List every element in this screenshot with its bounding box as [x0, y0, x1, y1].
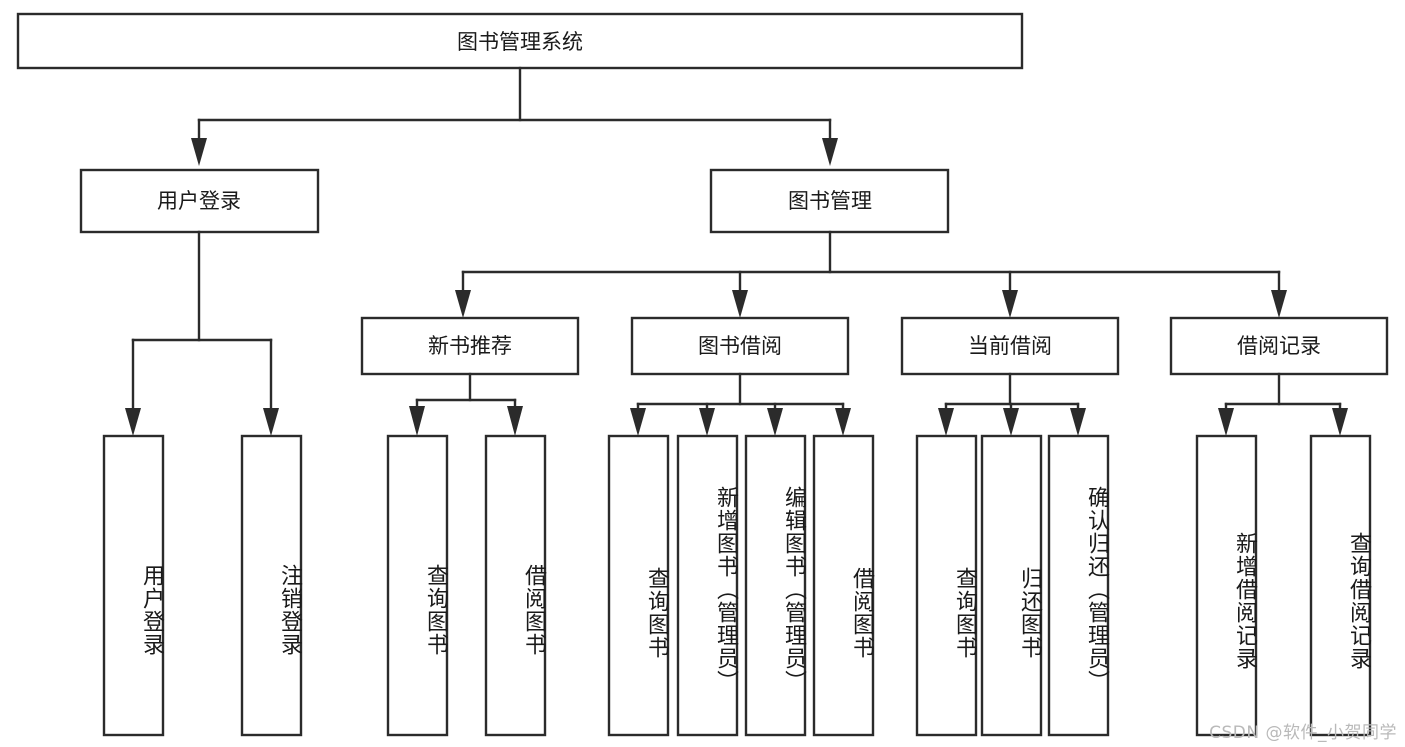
leaf-box[interactable] — [744, 434, 807, 737]
arrow-head-icon — [835, 408, 851, 436]
leaf-box[interactable] — [240, 434, 303, 737]
book-borrow-box[interactable] — [630, 316, 850, 376]
connector-book-mgmt-to-level3 — [455, 230, 1287, 318]
arrow-head-icon — [767, 408, 783, 436]
current-borrow-label: 当前借阅 — [968, 334, 1052, 358]
leaf-boxes-book-borrow — [607, 434, 875, 737]
arrow-head-icon — [263, 408, 279, 436]
node-root[interactable]: 图书管理系统 — [16, 12, 1024, 70]
arrow-head-icon — [409, 406, 425, 436]
leaf-boxes-new-book-recommend — [386, 434, 547, 737]
arrow-head-icon — [1271, 290, 1287, 318]
arrow-head-icon — [455, 290, 471, 318]
leaf-boxes-current-borrow — [915, 434, 1110, 737]
new-book-recommend-box[interactable] — [360, 316, 580, 376]
node-new-book-recommend[interactable]: 新书推荐 — [360, 316, 580, 376]
borrow-record-box[interactable] — [1169, 316, 1389, 376]
leaf-box[interactable] — [980, 434, 1043, 737]
borrow-record-label: 借阅记录 — [1237, 334, 1321, 358]
arrow-head-icon — [191, 138, 207, 166]
leaf-box[interactable] — [607, 434, 670, 737]
book-management-box[interactable] — [709, 168, 950, 234]
connector-borrow-record-to-leaves — [1218, 372, 1348, 436]
leaf-box[interactable] — [812, 434, 875, 737]
leaf-box[interactable] — [915, 434, 978, 737]
leaf-box[interactable] — [1309, 434, 1372, 737]
connector-new-book-recommend-to-leaves — [409, 372, 523, 436]
connector-user-login-to-leaves — [125, 230, 279, 436]
arrow-head-icon — [1070, 408, 1086, 436]
book-borrow-label: 图书借阅 — [698, 334, 782, 358]
new-book-recommend-label: 新书推荐 — [428, 334, 512, 358]
node-user-login[interactable]: 用户登录 — [79, 168, 320, 234]
arrow-head-icon — [630, 408, 646, 436]
root-label: 图书管理系统 — [457, 30, 583, 54]
leaf-box[interactable] — [102, 434, 165, 737]
user-login-label: 用户登录 — [157, 189, 241, 213]
leaf-box[interactable] — [1047, 434, 1110, 737]
leaf-box[interactable] — [484, 434, 547, 737]
arrow-head-icon — [125, 408, 141, 436]
watermark-text: CSDN @软件_小贺同学 — [1209, 723, 1397, 743]
leaf-box[interactable] — [1195, 434, 1258, 737]
leaf-box[interactable] — [386, 434, 449, 737]
node-book-borrow[interactable]: 图书借阅 — [630, 316, 850, 376]
connector-root-to-level2 — [191, 66, 838, 166]
leaf-boxes-borrow-record — [1195, 434, 1372, 737]
arrow-head-icon — [1003, 408, 1019, 436]
arrow-head-icon — [1002, 290, 1018, 318]
node-current-borrow[interactable]: 当前借阅 — [900, 316, 1120, 376]
arrow-head-icon — [699, 408, 715, 436]
book-management-label: 图书管理 — [788, 189, 872, 213]
connector-book-borrow-to-leaves — [630, 372, 851, 436]
current-borrow-box[interactable] — [900, 316, 1120, 376]
connector-current-borrow-to-leaves — [938, 372, 1086, 436]
arrow-head-icon — [938, 408, 954, 436]
arrow-head-icon — [1332, 408, 1348, 436]
leaf-box[interactable] — [676, 434, 739, 737]
node-book-management[interactable]: 图书管理 — [709, 168, 950, 234]
arrow-head-icon — [1218, 408, 1234, 436]
leaf-boxes-user-login — [102, 434, 303, 737]
arrow-head-icon — [732, 290, 748, 318]
arrow-head-icon — [822, 138, 838, 166]
node-borrow-record[interactable]: 借阅记录 — [1169, 316, 1389, 376]
arrow-head-icon — [507, 406, 523, 436]
root-box[interactable] — [16, 12, 1024, 70]
